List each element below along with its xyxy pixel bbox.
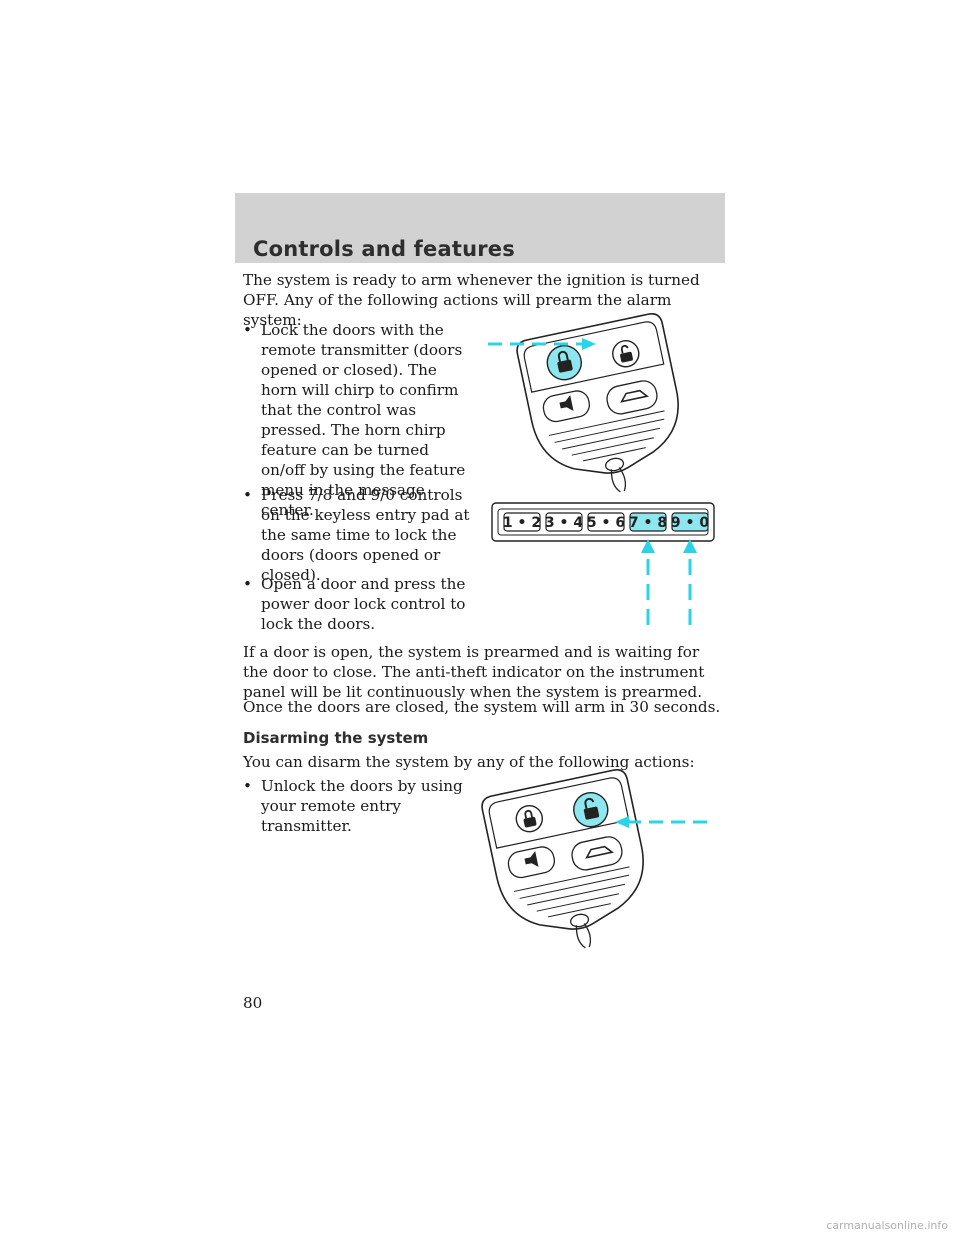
keypad-key-5-6-label: 5 • 6 bbox=[587, 515, 625, 531]
bullet-remote-lock: • Lock the doors with the remote transmi… bbox=[243, 320, 473, 520]
disarm-intro: You can disarm the system by any of the … bbox=[243, 753, 695, 771]
section-title: Controls and features bbox=[253, 237, 515, 261]
keypad-key-1-2-label: 1 • 2 bbox=[503, 515, 541, 531]
keypad-key-5-6 bbox=[587, 512, 625, 532]
keypad-key-9-0-label: 9 • 0 bbox=[671, 515, 709, 531]
remote-lock-illustration bbox=[516, 313, 679, 493]
bullet-text: Open a door and press the power door loc… bbox=[261, 575, 466, 633]
watermark: carmanualsonline.info bbox=[826, 1219, 948, 1232]
bullet-text: Unlock the doors by using your remote en… bbox=[261, 777, 463, 835]
bullet-keypad-lock: • Press 7/8 and 9/0 controls on the keyl… bbox=[243, 485, 473, 585]
bullet-mark: • bbox=[243, 575, 252, 593]
trunk-button-icon bbox=[571, 836, 623, 871]
page-number: 80 bbox=[243, 994, 263, 1012]
keypad-key-7-8-label: 7 • 8 bbox=[629, 515, 667, 531]
bullet-text: Lock the doors with the remote transmitt… bbox=[261, 321, 466, 519]
keypad-key-9-0 bbox=[671, 512, 709, 532]
disarm-heading: Disarming the system bbox=[243, 729, 429, 747]
keypad-key-3-4 bbox=[545, 512, 583, 532]
remote-unlock-illustration bbox=[481, 769, 709, 949]
keypad-key-3-4-label: 3 • 4 bbox=[545, 515, 583, 531]
bullet-mark: • bbox=[243, 486, 252, 504]
keypad-key-7-8 bbox=[629, 512, 667, 532]
bullet-mark: • bbox=[243, 777, 252, 795]
bullet-text: Press 7/8 and 9/0 controls on the keyles… bbox=[261, 486, 470, 584]
keypad-key-1-2 bbox=[503, 512, 541, 532]
arm-paragraph: Once the doors are closed, the system wi… bbox=[243, 698, 721, 716]
bullet-remote-unlock: • Unlock the doors by using your remote … bbox=[243, 776, 473, 836]
callout-arrow-unlock-head bbox=[615, 816, 629, 828]
callout-arrow-lock bbox=[488, 338, 596, 350]
prearmed-paragraph: If a door is open, the system is prearme… bbox=[243, 643, 705, 701]
intro-paragraph: The system is ready to arm whenever the … bbox=[243, 271, 700, 329]
trunk-button-icon bbox=[606, 380, 658, 415]
bullet-power-door-lock: • Open a door and press the power door l… bbox=[243, 574, 473, 634]
section-header-band: Controls and features bbox=[235, 193, 725, 263]
bullet-mark: • bbox=[243, 321, 252, 339]
keyless-keypad-illustration: 1 • 2 3 • 4 5 • 6 7 • 8 9 • 0 bbox=[491, 502, 715, 625]
